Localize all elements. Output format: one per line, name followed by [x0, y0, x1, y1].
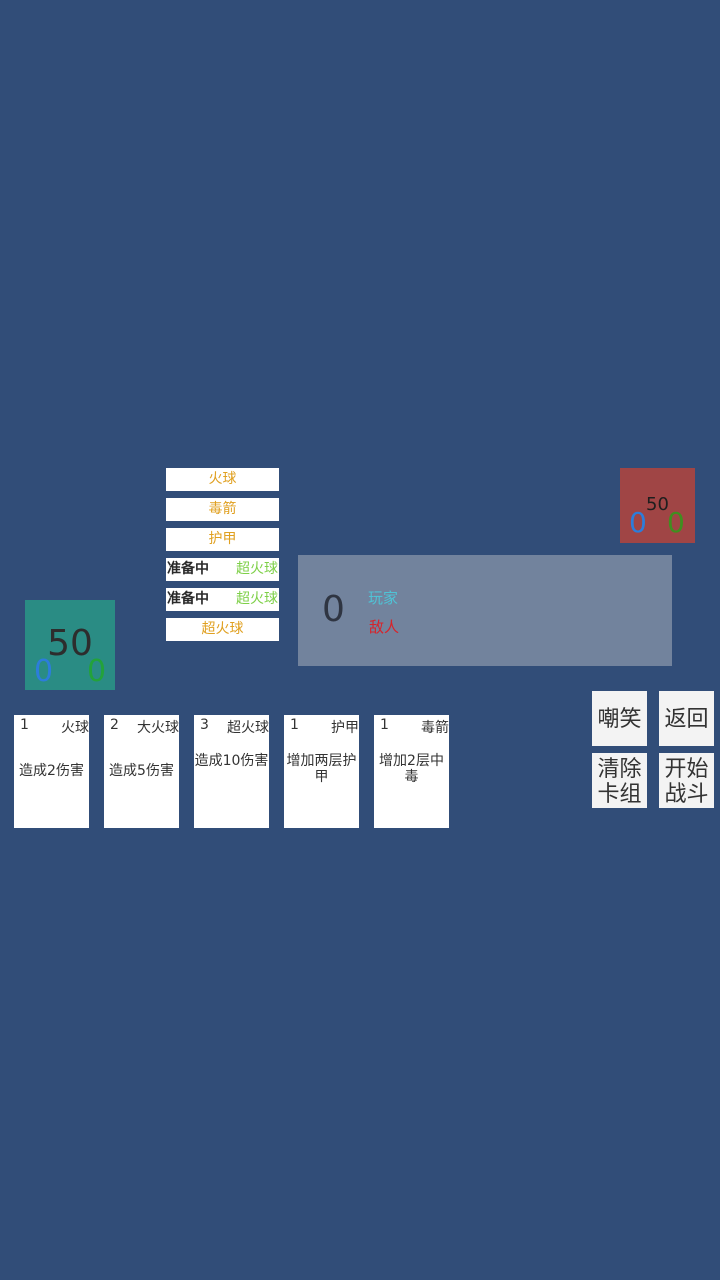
card-name: 超火球 — [227, 720, 269, 736]
card-cost: 1 — [20, 717, 29, 733]
player-stat-left: 0 — [34, 654, 54, 689]
enemy-stat-left: 0 — [629, 506, 647, 539]
card-name: 大火球 — [137, 720, 179, 736]
card-name: 火球 — [61, 720, 89, 736]
queue-slot-label: 超火球 — [236, 561, 278, 577]
queue-slot-label: 超火球 — [236, 591, 278, 607]
queue-slot-label: 毒箭 — [208, 501, 237, 517]
card-super-fireball[interactable]: 3 超火球 造成10伤害 — [194, 715, 269, 828]
back-button[interactable]: 返回 — [659, 691, 714, 746]
card-desc: 造成10伤害 — [194, 753, 269, 769]
card-desc: 造成5伤害 — [109, 763, 174, 779]
queue-slot-2: 毒箭 — [166, 498, 279, 521]
queue-slot-label: 护甲 — [208, 531, 237, 547]
taunt-button[interactable]: 嘲笑 — [592, 691, 647, 746]
queue-slot-4: 准备中 超火球 — [166, 558, 279, 581]
queue-slot-label: 超火球 — [201, 621, 244, 637]
card-cost: 2 — [110, 717, 119, 733]
log-count: 0 — [322, 589, 345, 630]
card-cost: 1 — [380, 717, 389, 733]
queue-slot-status: 准备中 — [167, 561, 209, 577]
queue-slot-1: 火球 — [166, 468, 279, 491]
queue-slot-status: 准备中 — [167, 591, 209, 607]
queue-slot-label: 火球 — [208, 471, 237, 487]
battle-log-panel: 0 玩家 敌人 — [298, 555, 672, 666]
clear-deck-button[interactable]: 清除卡组 — [592, 753, 647, 808]
card-cost: 1 — [290, 717, 299, 733]
card-cost: 3 — [200, 717, 209, 733]
card-big-fireball[interactable]: 2 大火球 造成5伤害 — [104, 715, 179, 828]
queue-slot-6: 超火球 — [166, 618, 279, 641]
enemy-stat-right: 0 — [667, 506, 685, 539]
log-player-label: 玩家 — [368, 589, 399, 607]
queue-slot-5: 准备中 超火球 — [166, 588, 279, 611]
queue-slot-3: 护甲 — [166, 528, 279, 551]
card-desc: 造成2伤害 — [19, 763, 84, 779]
enemy-hp: 50 — [646, 494, 669, 515]
card-armor[interactable]: 1 护甲 增加两层护甲 — [284, 715, 359, 828]
enemy-avatar: 50 0 0 — [620, 468, 695, 543]
card-desc: 增加两层护甲 — [286, 753, 357, 785]
card-name: 护甲 — [331, 720, 359, 736]
card-desc: 增加2层中毒 — [379, 753, 444, 785]
player-avatar: 50 0 0 — [25, 600, 115, 690]
player-hp: 50 — [47, 623, 93, 664]
start-battle-button[interactable]: 开始战斗 — [659, 753, 714, 808]
card-poison-arrow[interactable]: 1 毒箭 增加2层中毒 — [374, 715, 449, 828]
card-name: 毒箭 — [421, 720, 449, 736]
log-enemy-label: 敌人 — [369, 618, 400, 636]
player-stat-right: 0 — [87, 654, 107, 689]
card-fireball[interactable]: 1 火球 造成2伤害 — [14, 715, 89, 828]
